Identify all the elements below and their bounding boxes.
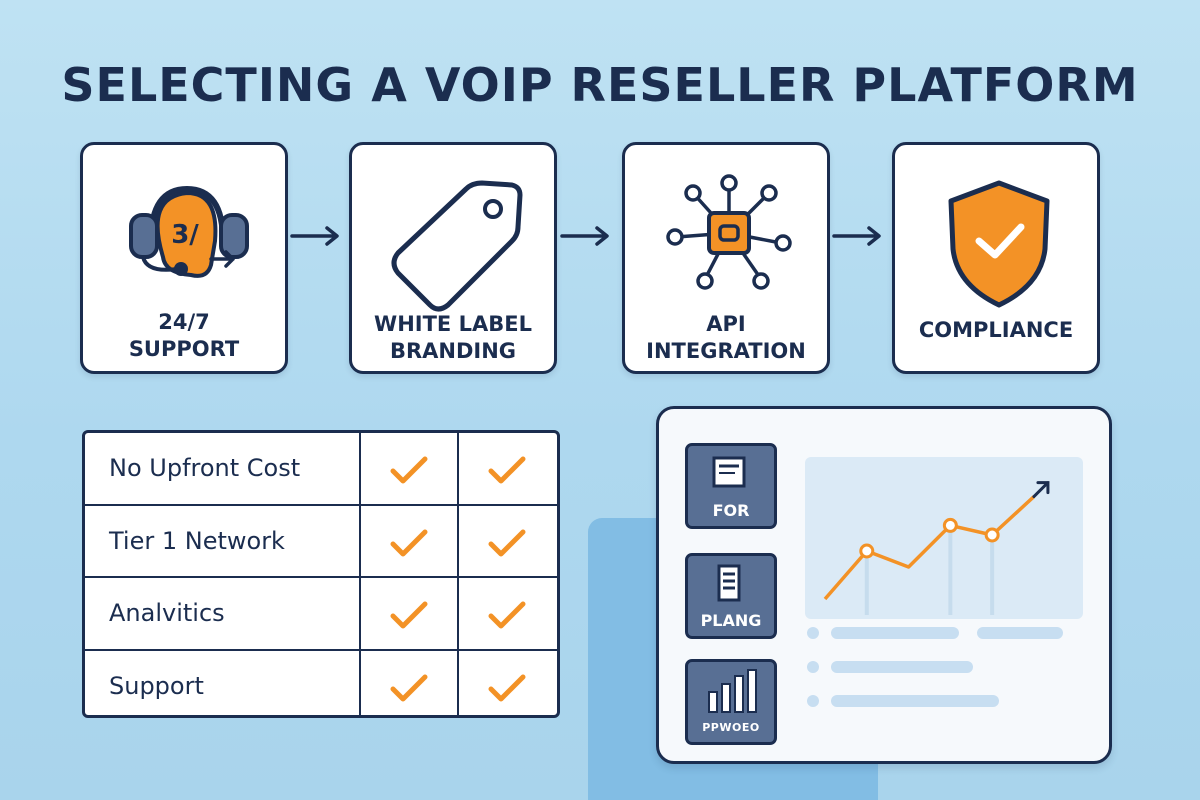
dashboard-tile-for[interactable]: FOR <box>685 443 777 529</box>
placeholder-bullet <box>807 627 819 639</box>
list-icon <box>717 564 741 602</box>
chart-point <box>859 543 875 559</box>
step-label: WHITE LABEL BRANDING <box>374 312 532 363</box>
chart-canvas <box>823 481 1050 615</box>
document-icon <box>712 456 746 488</box>
arrow-right-icon <box>290 226 339 246</box>
table-row: Tier 1 Network <box>85 506 557 578</box>
placeholder-line <box>831 627 959 639</box>
row-label: Analvitics <box>109 599 225 628</box>
step-label: API INTEGRATION <box>646 312 806 363</box>
arrow-right-icon <box>560 226 609 246</box>
placeholder-bullet <box>807 661 819 673</box>
arrow-right-icon <box>832 226 881 246</box>
row-label: Tier 1 Network <box>109 526 285 555</box>
page-title: SELECTING A VOIP RESELLER PLATFORM <box>61 58 1139 112</box>
table-row: Analvitics <box>85 578 557 651</box>
bar-chart-icon <box>708 669 757 713</box>
placeholder-line <box>977 627 1063 639</box>
check-icon <box>488 456 526 484</box>
check-icon <box>390 674 428 701</box>
dashboard-tile-plang[interactable]: PLANG <box>685 553 777 639</box>
placeholder-bullet <box>807 695 819 707</box>
shield-check-icon <box>948 180 1050 308</box>
step-label: COMPLIANCE <box>918 318 1074 342</box>
step-card-branding[interactable]: WHITE LABEL BRANDING <box>349 142 557 374</box>
table-row: No Upfront Cost <box>85 433 557 506</box>
step-label: 24/7 SUPPORT <box>128 310 240 361</box>
placeholder-line <box>831 661 973 673</box>
feature-table: No Upfront Cost Tier 1 Network Analvitic… <box>82 430 560 718</box>
tag-icon <box>391 180 523 312</box>
check-icon <box>390 529 428 556</box>
step-card-support[interactable]: 3/ 24/7 SUPPORT <box>80 142 288 374</box>
step-card-compliance[interactable]: COMPLIANCE <box>892 142 1100 374</box>
dashboard-window: FOR PLANG PPWOEO <box>656 406 1112 764</box>
row-label: Support <box>109 671 204 700</box>
table-divider <box>457 433 459 715</box>
placeholder-line <box>831 695 999 707</box>
table-divider <box>359 433 361 715</box>
tile-label: FOR <box>712 501 750 520</box>
check-icon <box>488 674 526 701</box>
table-row: Support <box>85 651 557 716</box>
chart-series-line <box>823 495 1036 601</box>
headset-icon: 3/ <box>129 185 249 278</box>
tile-label: PLANG <box>700 611 762 630</box>
check-icon <box>390 456 428 484</box>
chart-point <box>984 527 1000 543</box>
check-icon <box>390 601 428 629</box>
step-card-api[interactable]: API INTEGRATION <box>622 142 830 374</box>
trend-arrow-icon <box>1032 481 1050 499</box>
tile-label: PPWOEO <box>702 721 760 734</box>
row-label: No Upfront Cost <box>109 454 301 483</box>
line-chart <box>805 457 1083 619</box>
dashboard-tile-ppwoeo[interactable]: PPWOEO <box>685 659 777 745</box>
headset-badge: 3/ <box>171 220 199 250</box>
check-icon <box>488 529 526 556</box>
check-icon <box>488 601 526 629</box>
chart-point <box>942 517 958 533</box>
network-hub-icon <box>666 174 792 290</box>
